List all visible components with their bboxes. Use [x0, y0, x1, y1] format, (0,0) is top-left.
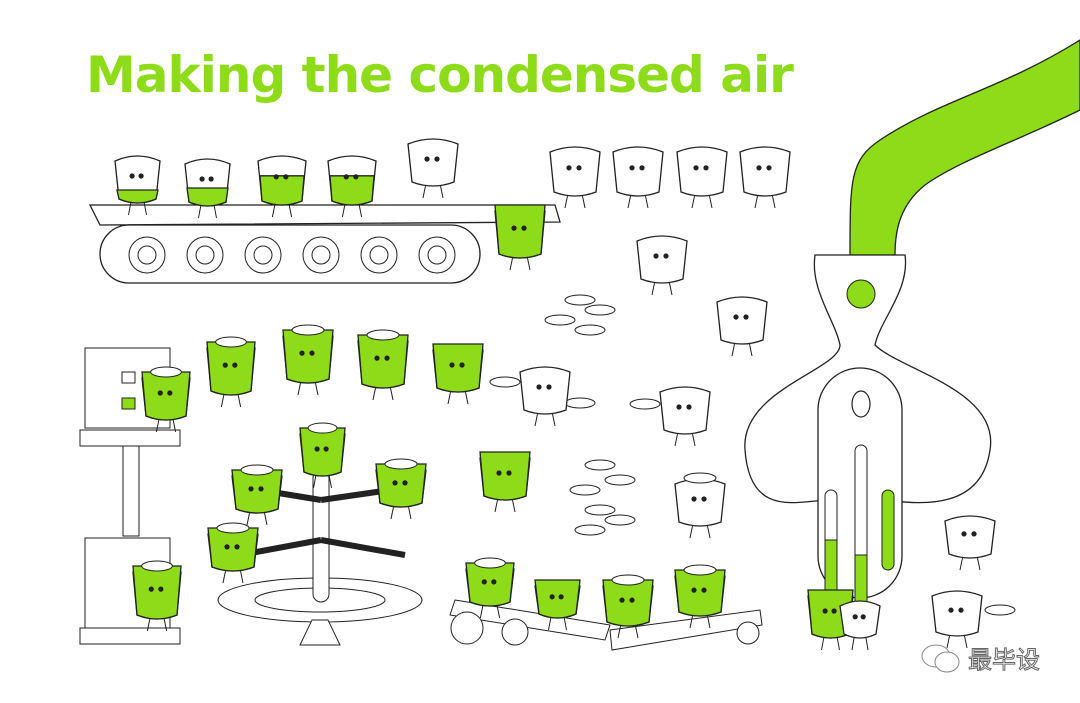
marshmallow-character: [931, 590, 983, 649]
marshmallow-character: [549, 146, 601, 209]
marshmallow-character: [299, 422, 346, 489]
marshmallow-character: [141, 366, 191, 433]
marshmallow-character: [944, 515, 996, 571]
conveyor-belt: [88, 204, 561, 284]
marshmallow-character: [602, 574, 654, 639]
marshmallow-character: [357, 329, 409, 401]
coin: [584, 304, 616, 316]
marshmallow-character: [231, 464, 283, 526]
coin: [564, 294, 596, 306]
marshmallow-character: [479, 451, 531, 513]
marshmallow-character: [807, 589, 854, 651]
coin: [574, 524, 606, 536]
marshmallow-character: [674, 472, 726, 539]
coin: [984, 604, 1016, 616]
page-title: Making the condensed air: [86, 46, 794, 104]
marshmallow-character: [114, 155, 161, 216]
marshmallow-character: [132, 560, 182, 632]
coin-stacks: [489, 294, 1016, 616]
coin: [489, 376, 521, 388]
marshmallow-character: [494, 204, 546, 271]
coin: [564, 397, 596, 409]
watermark: 最毕设: [920, 640, 1041, 675]
marshmallow-character: [676, 146, 728, 209]
wechat-icon: [921, 644, 960, 672]
marshmallow-character: [282, 324, 334, 396]
marshmallow-character: [519, 366, 571, 427]
coin: [574, 324, 606, 336]
marshmallow-character: [839, 600, 881, 651]
marshmallow-character: [184, 158, 231, 219]
marshmallow-character: [636, 235, 688, 296]
spinning-ride: [217, 469, 423, 646]
marshmallow-character: [432, 343, 484, 405]
watermark-text: 最毕设: [968, 646, 1041, 675]
coin: [604, 514, 636, 526]
marshmallow-character: [407, 138, 459, 199]
marshmallow-character: [716, 296, 768, 357]
green-pipe: [849, 39, 1080, 256]
marshmallow-character: [534, 579, 581, 631]
coin: [584, 459, 616, 471]
marshmallow-character: [257, 155, 307, 218]
cart: [449, 599, 763, 651]
marshmallow-character: [375, 458, 427, 520]
marshmallow-character: [739, 146, 791, 209]
marshmallow-character: [327, 155, 377, 218]
coin: [604, 474, 636, 486]
marshmallow-character: [207, 522, 259, 584]
marshmallow-character: [674, 564, 726, 629]
marshmallow-character: [206, 336, 256, 408]
coin: [584, 504, 616, 516]
marshmallow-character: [612, 146, 664, 209]
funnel-machine: [744, 254, 992, 606]
characters: [114, 138, 996, 651]
coin: [629, 398, 661, 410]
marshmallow-character: [465, 557, 515, 619]
marshmallow-character: [659, 386, 711, 447]
coin: [569, 484, 601, 496]
coin: [544, 314, 576, 326]
